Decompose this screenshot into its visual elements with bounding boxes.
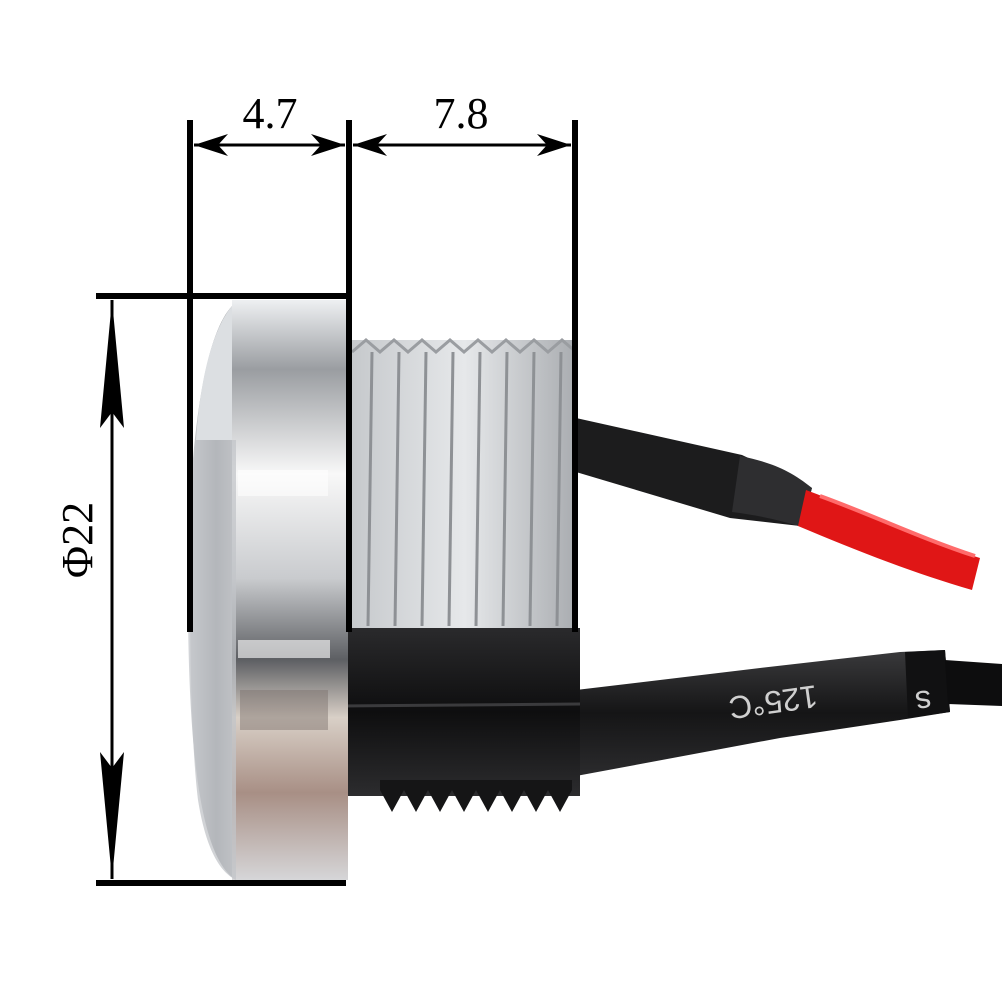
lower-cable: 125°C s <box>576 650 1002 776</box>
arrow-up-diameter <box>100 300 124 428</box>
bezel-head <box>187 300 348 880</box>
dimension-arrows <box>100 134 571 879</box>
arrow-left-4-7 <box>194 134 228 156</box>
sleeve-mark: s <box>913 683 934 721</box>
switch-product: 125°C s <box>187 300 1002 880</box>
upper-cable <box>576 418 980 590</box>
bezel-thickness-label: 4.7 <box>243 89 298 138</box>
arrow-right-4-7 <box>311 134 345 156</box>
arrow-left-7-8 <box>353 134 387 156</box>
arrow-down-diameter <box>100 752 124 879</box>
diameter-label: Φ22 <box>53 502 102 578</box>
red-wire <box>798 490 980 590</box>
threaded-body <box>339 338 581 812</box>
thread-length-label: 7.8 <box>434 89 489 138</box>
arrow-right-7-8 <box>537 134 571 156</box>
